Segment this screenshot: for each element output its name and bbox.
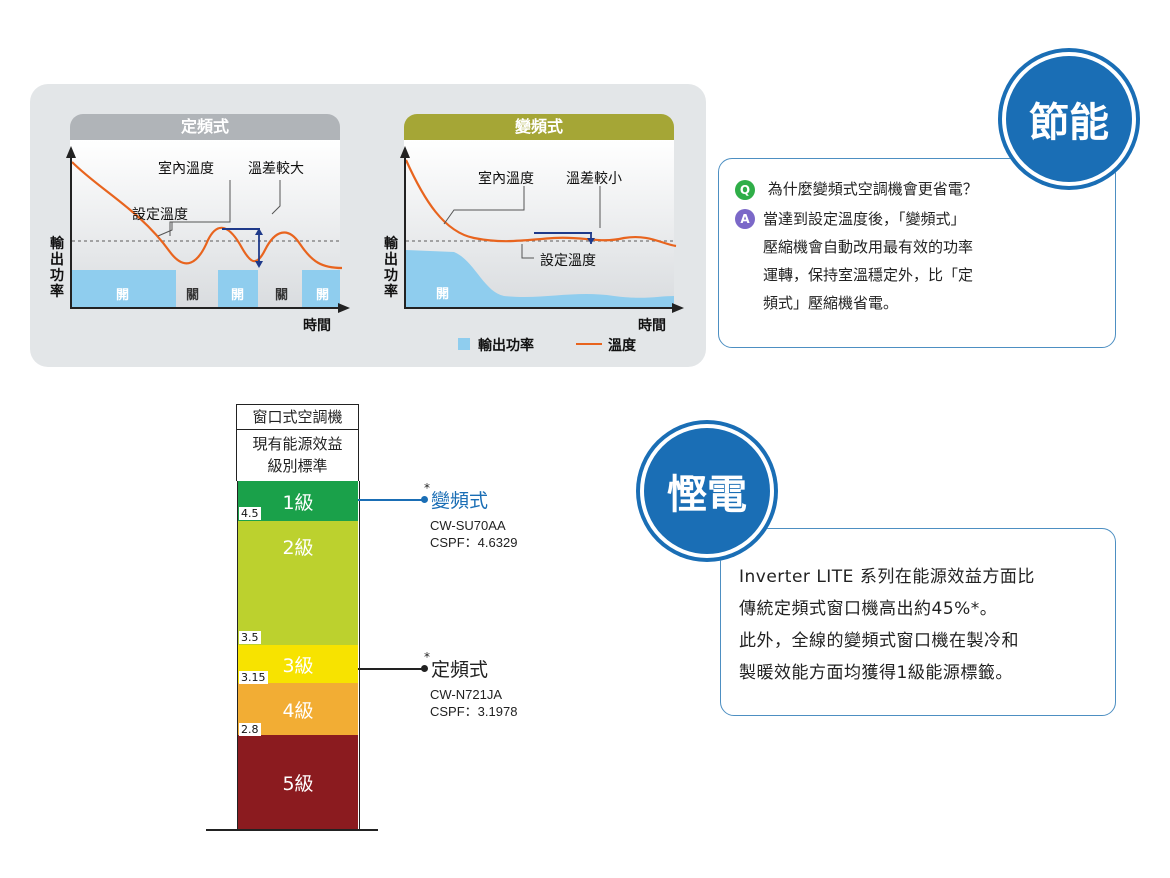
scale-column: 1級 2級 3級 4級 5級 4.5 3.5 3.15 2.8 (237, 481, 360, 829)
fixed-indoor-label: 室內溫度 (158, 161, 214, 177)
fixed-chart-title: 定頻式 (70, 114, 340, 140)
inverter-model-cspf: CSPF：4.6329 (430, 535, 518, 550)
qa-card: Q 為什麼變頻式空調機會更省電？ A 當達到設定溫度後，「變頻式」 壓縮機會自動… (718, 158, 1116, 348)
threshold-3-15: 3.15 (239, 671, 268, 684)
scale-header-1: 窗口式空調機 (236, 404, 359, 430)
threshold-2-8: 2.8 (239, 723, 261, 736)
scale-header-2-line1: 現有能源效益 (252, 435, 343, 453)
legend-power-swatch (458, 338, 470, 350)
inverter-model-name: 變頻式 (431, 490, 489, 512)
scale-baseline (206, 829, 378, 831)
save-power-badge: 慳電 (640, 424, 774, 558)
save-power-line-3: 此外，全線的變頻式窗口機在製冷和 (739, 631, 1019, 651)
fixed-pointer-line (358, 668, 424, 670)
fixed-seg-5: 開 (316, 288, 330, 303)
fixed-seg-1: 開 (116, 288, 130, 303)
fixed-seg-3: 開 (231, 288, 245, 303)
q-icon: Q (735, 179, 755, 200)
fixed-x-label: 時間 (303, 318, 331, 334)
level-3: 3級 (238, 645, 358, 683)
answer-line-4: 頻式」壓縮機省電。 (763, 294, 899, 312)
fixed-asterisk: * (424, 650, 430, 664)
save-power-line-1: Inverter LITE 系列在能源效益方面比 (739, 567, 1035, 587)
answer-line-2: 壓縮機會自動改用最有效的功率 (763, 238, 974, 256)
level-5: 5級 (238, 735, 358, 829)
scale-header-2-line2: 級別標準 (267, 457, 328, 475)
fixed-seg-4: 關 (275, 288, 289, 303)
fixed-model-code: CW-N721JA (430, 687, 503, 702)
inverter-chart (400, 140, 684, 313)
fixed-pointer-dot (421, 665, 428, 672)
question-text: 為什麼變頻式空調機會更省電？ (767, 180, 978, 198)
legend-temp-swatch (576, 343, 602, 345)
inverter-power-area (406, 250, 674, 308)
save-power-badge-ring: 慳電 (636, 420, 778, 562)
save-energy-badge-ring: 節能 (998, 48, 1140, 190)
inverter-y-label: 輸出功率 (384, 236, 398, 300)
fixed-temp-line (71, 161, 343, 270)
inverter-temp-line (404, 159, 677, 248)
threshold-4-5: 4.5 (239, 507, 261, 520)
scale-header-2: 現有能源效益 級別標準 (236, 429, 359, 481)
question-row: Q 為什麼變頻式空調機會更省電？ (735, 175, 978, 203)
answer-line-1: 當達到設定溫度後，「變頻式」 (763, 210, 966, 228)
inverter-x-label: 時間 (638, 318, 666, 334)
fixed-power-on-2 (218, 270, 258, 308)
fixed-diff-label: 溫差較大 (248, 161, 304, 177)
fixed-model-name: 定頻式 (431, 659, 489, 681)
inverter-seg-1: 開 (436, 287, 450, 302)
inverter-chart-title: 變頻式 (404, 114, 674, 140)
save-power-card: Inverter LITE 系列在能源效益方面比 傳統定頻式窗口機高出約45%*… (720, 528, 1116, 716)
inverter-diff-label: 溫差較小 (566, 171, 622, 187)
fixed-y-label: 輸出功率 (50, 236, 64, 300)
fixed-power-on-1 (72, 270, 176, 308)
legend-temp-label: 溫度 (608, 338, 636, 354)
answer-row: A 當達到設定溫度後，「變頻式」 壓縮機會自動改用最有效的功率 運轉，保持室溫穩… (735, 205, 973, 317)
save-power-line-4: 製暖效能方面均獲得1級能源標籤。 (739, 663, 1013, 683)
fixed-seg-2: 關 (186, 288, 200, 303)
save-energy-badge: 節能 (1002, 52, 1136, 186)
threshold-3-5: 3.5 (239, 631, 261, 644)
inverter-asterisk: * (424, 481, 430, 495)
fixed-model-cspf: CSPF：3.1978 (430, 704, 518, 719)
a-icon: A (735, 209, 755, 229)
level-2: 2級 (238, 521, 358, 645)
inverter-pointer-dot (421, 496, 428, 503)
fixed-power-on-3 (302, 270, 340, 308)
fixed-chart (66, 140, 350, 313)
inverter-set-temp-label: 設定溫度 (540, 253, 596, 269)
inverter-indoor-label: 室內溫度 (478, 171, 534, 187)
fixed-set-temp-label: 設定溫度 (132, 207, 188, 223)
answer-line-3: 運轉，保持室溫穩定外，比「定 (763, 266, 974, 284)
inverter-model-code: CW-SU70AA (430, 518, 506, 533)
save-power-line-2: 傳統定頻式窗口機高出約45%*。 (739, 599, 998, 619)
legend-power-label: 輸出功率 (478, 338, 534, 354)
inverter-pointer-line (358, 499, 424, 501)
